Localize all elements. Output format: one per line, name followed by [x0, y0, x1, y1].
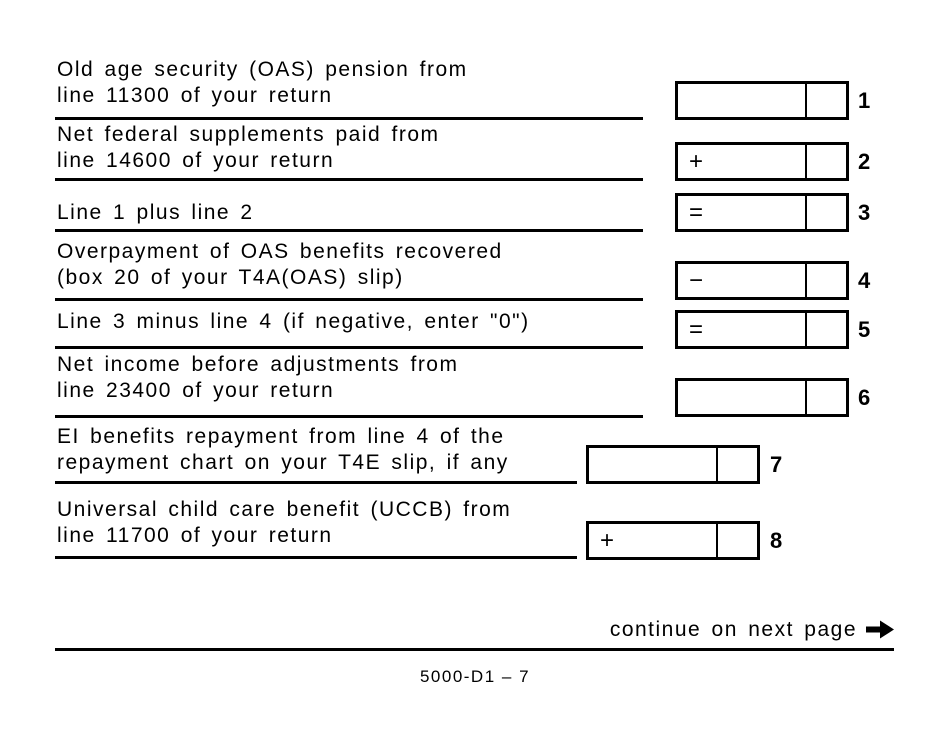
row-label: Overpayment of OAS benefits recovered (b…: [57, 239, 503, 291]
line-number: 3: [858, 200, 871, 225]
line-number: 6: [858, 385, 871, 410]
amount-box: [675, 378, 849, 417]
row-label-line1: EI benefits repayment from line 4 of the: [57, 425, 505, 448]
amount-box: +: [586, 521, 760, 560]
row-label-line1: Old age security (OAS) pension from: [57, 58, 468, 81]
operator-sign: =: [689, 315, 704, 343]
row-underline: [55, 178, 643, 181]
row-label-line1: Net income before adjustments from: [57, 353, 459, 376]
line-number: 8: [770, 528, 783, 553]
row-label-line1: Line 1 plus line 2: [57, 201, 254, 224]
row-label-line1: Overpayment of OAS benefits recovered: [57, 240, 503, 263]
row-label-line2: repayment chart on your T4E slip, if any: [57, 451, 509, 474]
amount-box: −: [675, 261, 849, 300]
amount-dollars-field[interactable]: [678, 84, 805, 117]
amount-dollars-field[interactable]: [589, 448, 716, 481]
row-label: EI benefits repayment from line 4 of the…: [57, 424, 509, 476]
amount-cents-field[interactable]: [805, 313, 846, 346]
amount-box: [586, 445, 760, 484]
row-underline: [55, 229, 643, 232]
amount-box: [675, 81, 849, 120]
row-underline: [55, 481, 577, 484]
amount-dollars-field[interactable]: =: [678, 196, 805, 229]
operator-sign: =: [689, 198, 704, 226]
line-number: 7: [770, 452, 783, 477]
continue-label: continue on next page: [609, 618, 857, 641]
row-label: Old age security (OAS) pension from line…: [57, 57, 468, 109]
amount-cents-field[interactable]: [805, 381, 846, 414]
row-label-line1: Line 3 minus line 4 (if negative, enter …: [57, 310, 530, 333]
row-underline: [55, 298, 643, 301]
amount-cents-field[interactable]: [716, 524, 757, 557]
row-label-line2: line 23400 of your return: [57, 379, 335, 402]
operator-sign: +: [600, 526, 615, 554]
row-label-line2: line 11300 of your return: [57, 84, 333, 107]
row-label: Line 3 minus line 4 (if negative, enter …: [57, 309, 530, 335]
row-label-line1: Universal child care benefit (UCCB) from: [57, 498, 512, 521]
amount-box: +: [675, 142, 849, 181]
operator-sign: −: [689, 266, 704, 294]
line-number: 2: [858, 149, 871, 174]
bottom-rule: [55, 648, 894, 651]
page-footer: 5000-D1 – 7: [419, 667, 531, 686]
amount-cents-field[interactable]: [805, 84, 846, 117]
amount-box: =: [675, 310, 849, 349]
amount-cents-field[interactable]: [805, 145, 846, 178]
row-underline: [55, 346, 643, 349]
row-label-line2: line 14600 of your return: [57, 149, 335, 172]
row-label: Universal child care benefit (UCCB) from…: [57, 497, 511, 549]
row-underline: [55, 556, 577, 559]
row-label-line2: line 11700 of your return: [57, 524, 333, 547]
amount-dollars-field[interactable]: +: [678, 145, 805, 178]
amount-dollars-field[interactable]: =: [678, 313, 805, 346]
operator-sign: +: [689, 147, 704, 175]
arrow-right-icon: [866, 620, 894, 639]
amount-dollars-field[interactable]: +: [589, 524, 716, 557]
amount-box: =: [675, 193, 849, 232]
continue-note: continue on next page: [0, 618, 894, 642]
row-label: Net income before adjustments from line …: [57, 352, 458, 404]
amount-dollars-field[interactable]: [678, 381, 805, 414]
line-number: 5: [858, 317, 871, 342]
amount-cents-field[interactable]: [716, 448, 757, 481]
row-label: Line 1 plus line 2: [57, 200, 254, 226]
row-label-line2: (box 20 of your T4A(OAS) slip): [57, 266, 404, 289]
amount-dollars-field[interactable]: −: [678, 264, 805, 297]
line-number: 4: [858, 268, 871, 293]
amount-cents-field[interactable]: [805, 196, 846, 229]
row-label: Net federal supplements paid from line 1…: [57, 122, 440, 174]
row-underline: [55, 415, 643, 418]
line-number: 1: [858, 88, 871, 113]
row-label-line1: Net federal supplements paid from: [57, 123, 440, 146]
amount-cents-field[interactable]: [805, 264, 846, 297]
row-underline: [55, 117, 643, 120]
